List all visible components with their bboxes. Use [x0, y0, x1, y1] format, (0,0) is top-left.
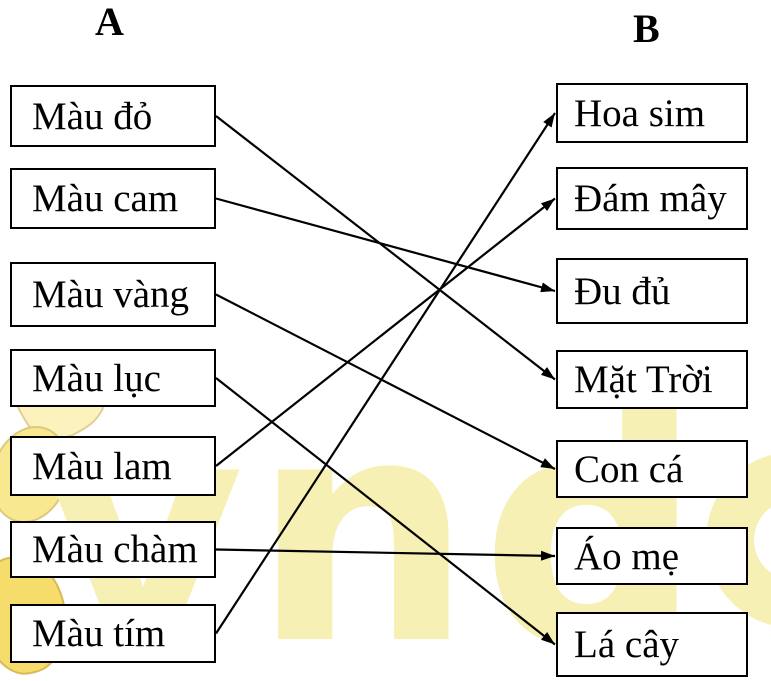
box-label: Lá cây [574, 623, 680, 666]
box-du-du: Đu đủ [556, 258, 748, 324]
box-mau-do: Màu đỏ [10, 85, 216, 147]
box-mau-lam: Màu lam [10, 436, 216, 496]
box-label: Áo mẹ [574, 534, 680, 578]
box-label: Màu lam [32, 444, 172, 488]
box-hoa-sim: Hoa sim [556, 83, 748, 143]
box-la-cay: Lá cây [556, 612, 748, 677]
box-label: Màu chàm [32, 528, 198, 571]
box-label: Đám mây [574, 177, 727, 220]
box-label: Hoa sim [574, 91, 706, 135]
box-mat-troi: Mặt Trời [556, 350, 748, 409]
column-b-header: B [633, 6, 660, 51]
box-label: Màu cam [32, 177, 179, 220]
box-dam-may: Đám mây [556, 167, 748, 230]
box-label: Mặt Trời [574, 358, 713, 401]
column-a-header: A [95, 0, 124, 44]
box-label: Con cá [574, 447, 684, 491]
box-label: Màu vàng [32, 273, 190, 316]
box-mau-vang: Màu vàng [10, 262, 216, 327]
box-mau-cham: Màu chàm [10, 521, 216, 578]
box-label: Màu lục [32, 356, 161, 400]
box-label: Màu đỏ [32, 94, 153, 138]
box-ao-me: Áo mẹ [556, 527, 748, 585]
box-label: Đu đủ [574, 269, 671, 313]
box-label: Màu tím [32, 612, 166, 655]
box-mau-cam: Màu cam [10, 168, 216, 229]
box-mau-tim: Màu tím [10, 604, 216, 663]
box-con-ca: Con cá [556, 440, 748, 498]
box-mau-luc: Màu lục [10, 349, 216, 407]
